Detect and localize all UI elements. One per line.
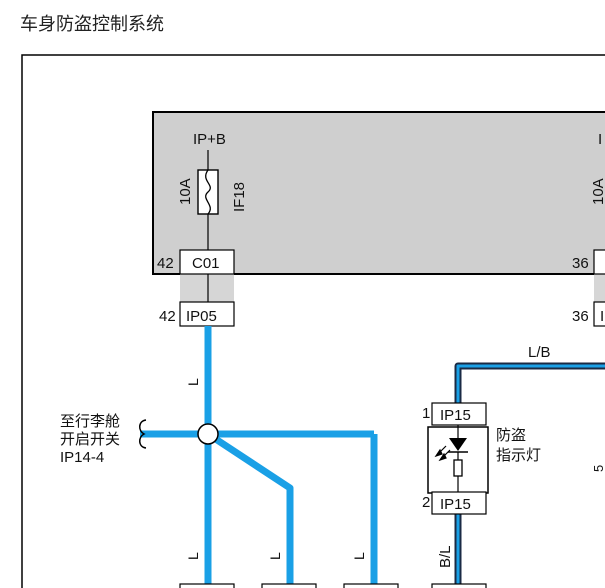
wire-lb-blue [456, 364, 605, 405]
connector-ip15-bottom-label: IP15 [440, 496, 471, 513]
wire-label-bottom-lamp: B/L [437, 545, 454, 568]
connector-ip05-label: IP05 [186, 308, 217, 325]
right-connector-pin: 36 [572, 308, 589, 325]
fuse-rating-right: 10A [590, 178, 605, 205]
annotation-line-2: 开启开关 [60, 430, 120, 448]
annotation-line-1: 至行李舱 [60, 412, 120, 430]
annotation-connector: IP14-4 [60, 449, 104, 466]
bottom-connector-1 [179, 583, 235, 588]
wire-label-left-main: L [185, 378, 201, 386]
wire-lb-dark [454, 362, 605, 405]
wire-branch-diagonal [206, 431, 294, 588]
bottom-connector-2 [261, 583, 317, 588]
light-emission-icon [434, 445, 451, 462]
power-label-right: I [598, 131, 602, 148]
connector-c01 [179, 249, 235, 275]
wire-label-top-right: L/B [528, 344, 551, 361]
wire-label-branch-3: L [351, 552, 367, 560]
bottom-connector-4 [431, 583, 487, 588]
annotation-bracket [139, 419, 147, 449]
power-label-left: IP+B [193, 131, 226, 148]
fuse-rating-left: 10A [177, 178, 194, 205]
page-title: 车身防盗控制系统 [20, 14, 164, 35]
splice-node [197, 423, 219, 445]
edge-mark: 5 [591, 465, 605, 472]
pin-number-left: 42 [157, 255, 174, 272]
fuse-box [152, 111, 605, 275]
indicator-label-line-1: 防盗 [496, 426, 526, 444]
ip05-pin: 42 [159, 308, 176, 325]
diagram-frame [21, 54, 605, 588]
pin-number-right: 36 [572, 255, 589, 272]
resistor-icon [453, 459, 463, 477]
connector-ip15-bottom [431, 491, 487, 515]
pin-strip-left [180, 274, 234, 302]
connector-right-ip [593, 301, 605, 327]
connector-ip15-top-label: IP15 [440, 407, 471, 424]
fuse-id-left: IF18 [231, 182, 248, 212]
connector-right-ip-label: I [600, 308, 604, 325]
connector-right-box [593, 249, 605, 275]
indicator-label-line-2: 指示灯 [496, 446, 541, 464]
wire-label-branch-2: L [267, 552, 283, 560]
connector-ip15-top [431, 402, 487, 426]
pin-strip-right [594, 274, 605, 302]
connector-c01-label: C01 [192, 255, 220, 272]
connector-ip05 [179, 301, 235, 327]
fuse-element-left [205, 169, 211, 215]
wire-label-branch-1: L [185, 552, 201, 560]
led-triangle [449, 438, 467, 451]
indicator-bottom-pin: 2 [422, 494, 430, 511]
bottom-connector-3 [343, 583, 399, 588]
indicator-top-pin: 1 [422, 405, 430, 422]
